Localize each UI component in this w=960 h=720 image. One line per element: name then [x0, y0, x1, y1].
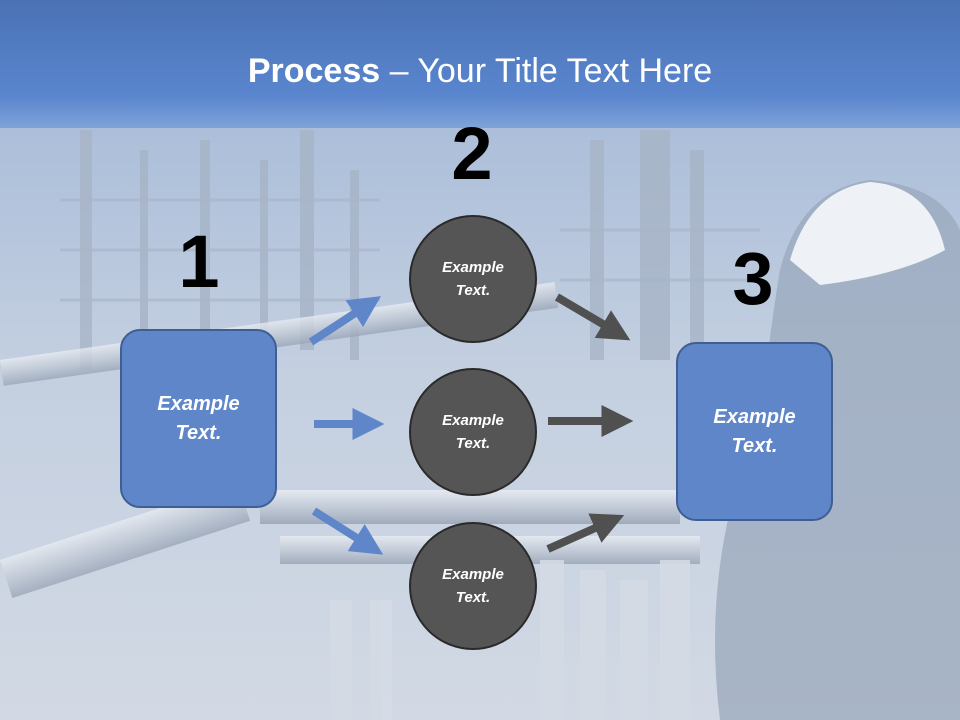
step-number-1: 1	[178, 220, 220, 303]
step-number-3: 3	[732, 237, 774, 320]
arrow-1-to-bottom	[311, 507, 384, 555]
slide-title: Process – Your Title Text Here	[0, 52, 960, 91]
title-bold: Process	[247, 52, 381, 90]
arrow-top-to-3	[554, 293, 631, 341]
arrow-1-to-top	[308, 296, 382, 346]
step-number-2: 2	[451, 112, 493, 195]
arrow-bottom-to-3	[546, 513, 625, 553]
title-rest: – Your Title Text Here	[380, 52, 713, 90]
